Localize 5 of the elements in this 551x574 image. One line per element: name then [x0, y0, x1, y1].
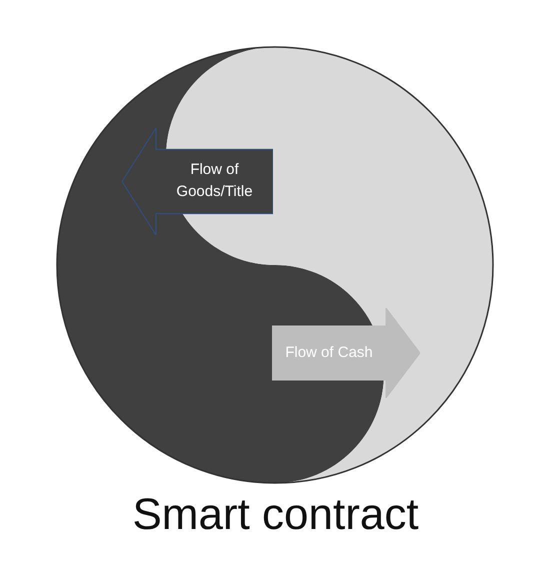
arrow-label: Flow of Goods/Title [175, 160, 254, 202]
block-arrow [272, 308, 420, 398]
caption: Smart contract [131, 490, 420, 540]
arrow-label: Flow of Cash [285, 342, 373, 363]
block-arrow [122, 128, 273, 235]
